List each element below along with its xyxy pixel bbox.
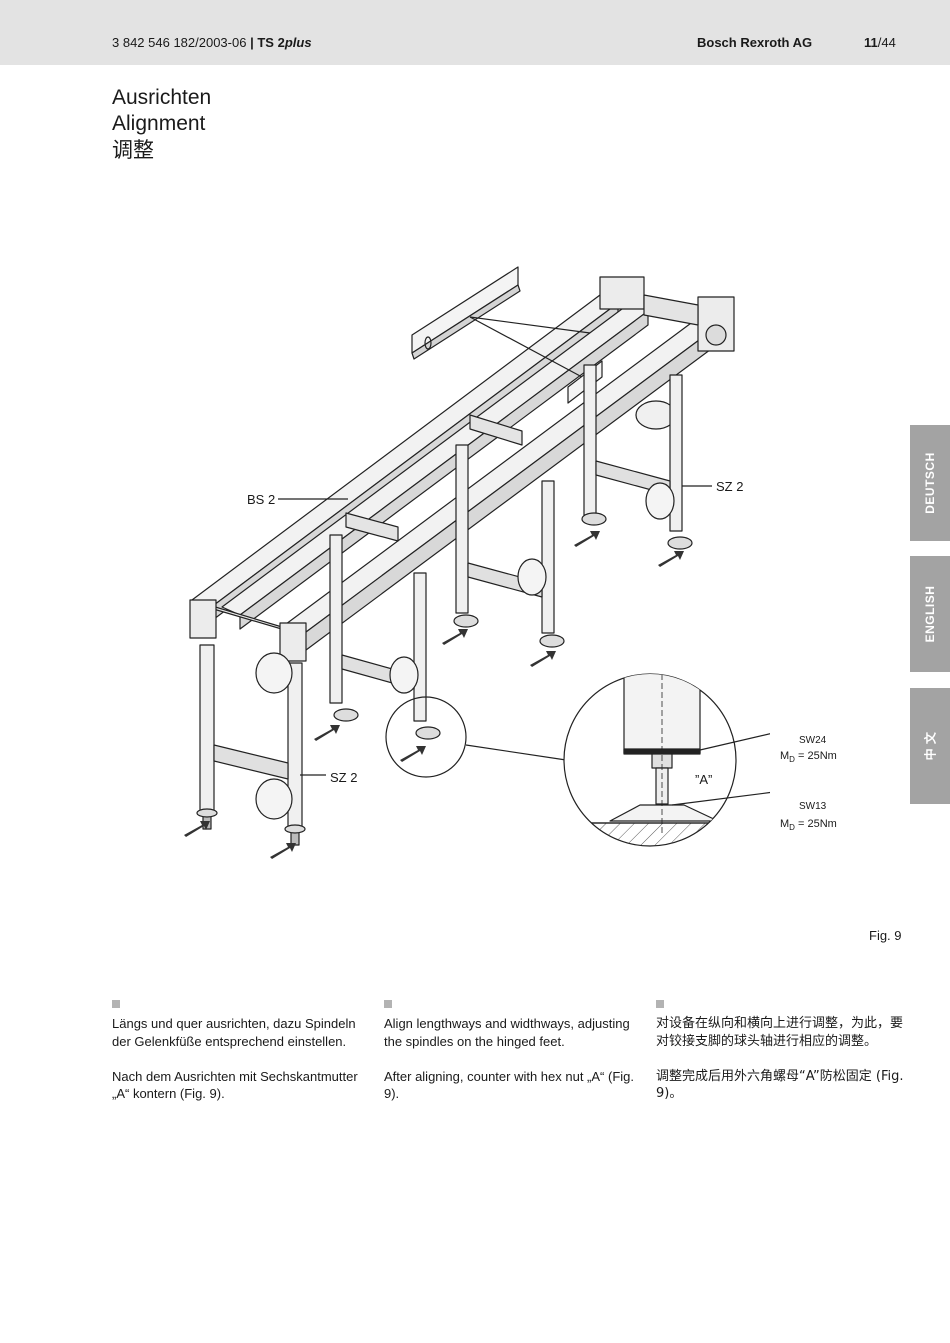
bullet-marker: [384, 1000, 392, 1008]
text-de-2: Nach dem Ausrichten mit Sechskantmutter …: [112, 1068, 358, 1102]
text-en-1: Align lengthways and widthways, adjustin…: [384, 1016, 630, 1049]
title-de: Ausrichten: [112, 86, 212, 109]
page-header: 3 842 546 182/2003-06 | TS 2plus Bosch R…: [0, 0, 950, 65]
arrow-2: [270, 843, 296, 859]
page-number: 11/44: [864, 35, 896, 50]
section-titles: Ausrichten Alignment 调整: [112, 85, 211, 163]
title-en: Alignment: [112, 112, 206, 135]
bullet-marker: [656, 1000, 664, 1008]
doc-number: 3 842 546 182/2003-06: [112, 35, 247, 50]
text-en-2: After aligning, counter with hex nut „A“…: [384, 1068, 635, 1102]
torque-sym-1: M: [780, 750, 790, 762]
torque-sw24: MD = 25Nm: [780, 750, 837, 764]
column-en: Align lengthways and widthways, adjustin…: [384, 1000, 634, 1120]
header-separator: |: [250, 35, 254, 50]
push-arrows: [184, 531, 684, 859]
column-de: Längs und quer ausrichten, dazu Spindeln…: [112, 1000, 362, 1120]
arrow-3: [314, 725, 340, 741]
wrench-size-sw24: SW24: [799, 735, 827, 746]
tab-english-label: ENGLISH: [923, 585, 937, 643]
tab-chinese-label: 中 文: [923, 731, 938, 761]
tab-english[interactable]: ENGLISH: [910, 556, 950, 672]
product-suffix: plus: [284, 35, 312, 50]
torque-sub-2: D: [789, 823, 795, 833]
torque-sw13: MD = 25Nm: [780, 818, 837, 832]
callout-sz2-right: SZ 2: [716, 479, 744, 494]
doc-info: 3 842 546 182/2003-06 | TS 2plus: [112, 35, 312, 50]
figure-label: Fig. 9: [869, 928, 902, 943]
arrow-8: [658, 551, 684, 567]
callout-sz2-left: SZ 2: [330, 770, 358, 785]
tab-deutsch-label: DEUTSCH: [923, 452, 937, 514]
text-zh-2: 调整完成后用外六角螺母“A”防松固定 (Fig. 9)。: [656, 1068, 904, 1102]
bullet-marker: [112, 1000, 120, 1008]
wrench-size-sw13: SW13: [799, 801, 827, 812]
product-prefix: TS 2: [257, 35, 285, 50]
brand-name: Bosch Rexroth AG: [697, 35, 813, 50]
text-de-1: Längs und quer ausrichten, dazu Spindeln…: [112, 1016, 356, 1049]
torque-sym-2: M: [780, 818, 790, 830]
arrow-6: [530, 651, 556, 667]
page-current: 11: [864, 35, 878, 50]
detail-label-a: ”A”: [695, 772, 713, 787]
text-zh-1: 对设备在纵向和横向上进行调整，为此，要对铰接支脚的球头轴进行相应的调整。: [656, 1016, 904, 1049]
page-total: /44: [877, 35, 896, 50]
arrow-5: [442, 629, 468, 645]
callout-bs2: BS 2: [247, 492, 276, 507]
column-zh: 对设备在纵向和横向上进行调整，为此，要对铰接支脚的球头轴进行相应的调整。 调整完…: [656, 1000, 906, 1120]
detail-marker: [385, 696, 467, 778]
torque-val-1: = 25Nm: [794, 750, 837, 762]
tab-chinese[interactable]: 中 文: [910, 688, 950, 804]
arrow-4: [400, 746, 426, 762]
arrow-1: [184, 821, 210, 837]
torque-val-2: = 25Nm: [794, 818, 837, 830]
torque-sub-1: D: [789, 755, 795, 765]
conveyor-drawing: [184, 266, 770, 859]
title-zh: 调整: [112, 138, 154, 162]
arrow-7: [574, 531, 600, 547]
spirit-level: [411, 266, 519, 354]
tab-deutsch[interactable]: DEUTSCH: [910, 425, 950, 541]
